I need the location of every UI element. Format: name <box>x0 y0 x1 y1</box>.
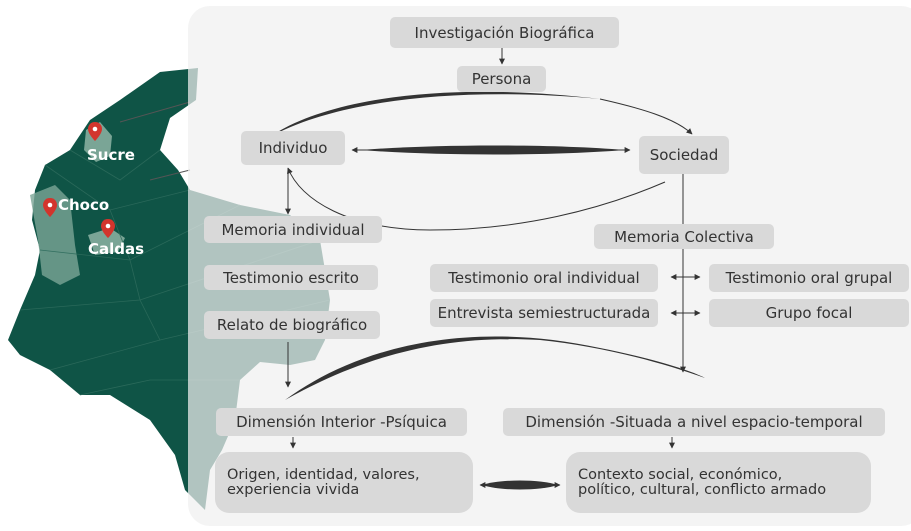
box-persona: Persona <box>457 66 546 92</box>
map-label-caldas: Caldas <box>88 240 145 258</box>
contexto-text: Contexto social, económico, político, cu… <box>578 466 827 498</box>
box-entrevista-semiestructurada: Entrevista semiestructurada <box>430 299 658 327</box>
caldas-region <box>88 228 125 255</box>
box-testimonio-escrito: Testimonio escrito <box>204 265 378 290</box>
choco-region <box>30 185 80 285</box>
colombia-shape <box>8 68 330 510</box>
location-pin-icon <box>88 122 102 141</box>
contexto-line-2: político, cultural, conflicto armado <box>578 481 827 498</box>
box-origen-identidad: Origen, identidad, valores, experiencia … <box>215 452 473 513</box>
map-label-choco: Choco <box>58 196 110 214</box>
box-relato-biografico: Relato de biográfico <box>204 311 380 339</box>
map-label-sucre: Sucre <box>87 146 135 164</box>
box-contexto-social: Contexto social, económico, político, cu… <box>566 452 871 513</box>
origen-line-1: Origen, identidad, valores, <box>227 466 420 483</box>
location-pin-icon <box>43 198 57 217</box>
contexto-line-1: Contexto social, económico, <box>578 466 783 483</box>
box-dimension-situada: Dimensión -Situada a nivel espacio-tempo… <box>503 408 885 436</box>
box-dimension-interior: Dimensión Interior -Psíquica <box>216 408 467 436</box>
box-testimonio-oral-individual: Testimonio oral individual <box>430 264 658 292</box>
pointer-line <box>149 169 191 181</box>
box-investigacion-biografica: Investigación Biográfica <box>390 17 619 48</box>
box-testimonio-oral-grupal: Testimonio oral grupal <box>709 264 909 292</box>
pointer-line <box>119 101 191 123</box>
box-memoria-individual: Memoria individual <box>204 216 382 243</box>
location-pin-icon <box>101 219 115 238</box>
box-sociedad: Sociedad <box>639 136 729 174</box>
box-individuo: Individuo <box>241 131 345 165</box>
box-memoria-colectiva: Memoria Colectiva <box>594 224 774 249</box>
origen-line-2: experiencia vivida <box>227 481 360 498</box>
box-grupo-focal: Grupo focal <box>709 299 909 327</box>
origen-text: Origen, identidad, valores, experiencia … <box>227 466 420 498</box>
